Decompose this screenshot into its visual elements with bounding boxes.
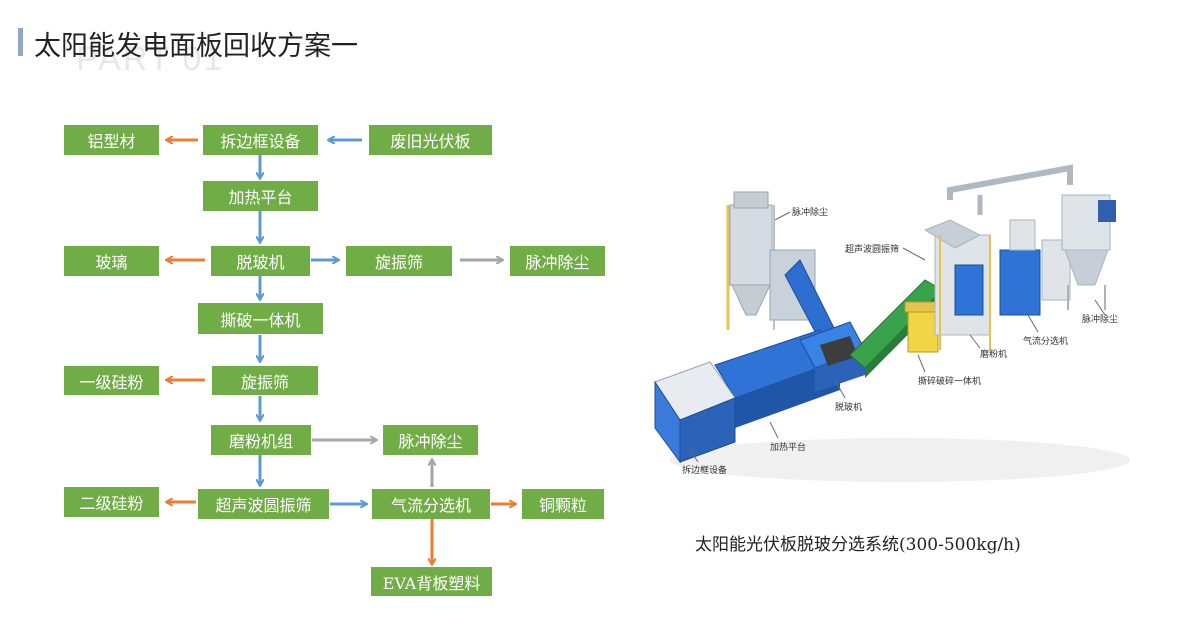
node-air-sep: 气流分选机 (372, 489, 490, 519)
label-pulse-dust-right: 脉冲除尘 (1082, 313, 1118, 325)
node-pulse-dust-2: 脉冲除尘 (383, 425, 478, 455)
node-waste-panel: 废旧光伏板 (369, 125, 492, 155)
watermark-text: PART 01 (76, 40, 225, 78)
node-deglass: 脱玻机 (211, 246, 310, 276)
node-pulse-dust-1: 脉冲除尘 (510, 246, 605, 276)
equipment-illustration: 脉冲除尘 超声波圆振筛 脉冲除尘 磨粉机 气流分选机 撕碎破碎一体机 脱玻机 加… (654, 164, 1130, 482)
label-heating: 加热平台 (770, 441, 806, 453)
label-ultrasonic: 超声波圆振筛 (845, 243, 899, 255)
node-vib-sieve-2: 旋振筛 (212, 366, 318, 395)
node-mill: 磨粉机组 (211, 425, 311, 455)
node-copper: 铜颗粒 (522, 489, 604, 519)
node-shred: 撕破一体机 (198, 303, 323, 334)
frame-removal-machine (654, 361, 736, 464)
label-shred: 撕碎破碎一体机 (918, 375, 981, 387)
label-air-sep: 气流分选机 (1023, 335, 1068, 347)
air-separator (999, 219, 1071, 316)
mill-area (923, 219, 991, 350)
node-silicon-2: 二级硅粉 (64, 487, 159, 517)
node-vib-sieve-1: 旋振筛 (346, 246, 452, 276)
node-silicon-1: 一级硅粉 (64, 366, 159, 395)
label-pulse-dust-left: 脉冲除尘 (792, 206, 828, 218)
label-mill: 磨粉机 (980, 348, 1007, 360)
system-caption: 太阳能光伏板脱玻分选系统(300-500kg/h) (695, 535, 1021, 555)
node-aluminum: 铝型材 (64, 125, 159, 155)
node-eva: EVA背板塑料 (371, 567, 492, 596)
node-heating: 加热平台 (203, 181, 318, 211)
pulse-dust-collector-left (726, 191, 816, 330)
label-frame: 拆边框设备 (682, 464, 727, 476)
node-frame-removal: 拆边框设备 (203, 125, 318, 155)
title-accent-bar (18, 28, 23, 56)
pulse-dust-collector-right (1061, 194, 1116, 310)
page-title: 太阳能发电面板回收方案一 (34, 31, 358, 62)
label-deglass: 脱玻机 (835, 401, 862, 413)
node-glass: 玻璃 (64, 246, 159, 276)
node-ultrasonic: 超声波圆振筛 (198, 489, 329, 519)
